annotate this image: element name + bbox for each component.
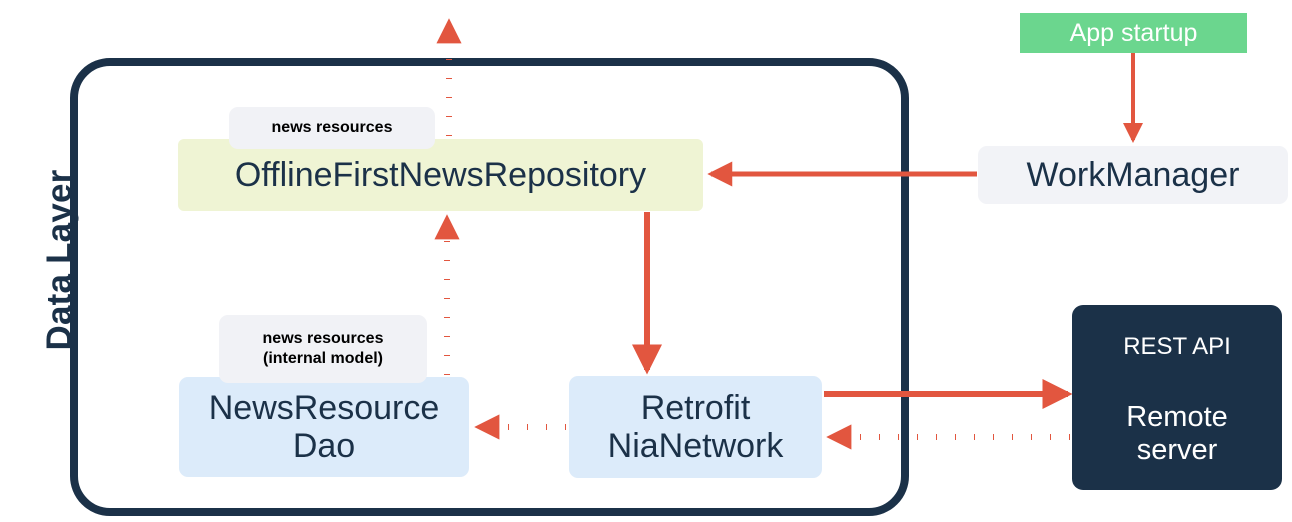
node-remote-label-line1: Remote (1126, 400, 1228, 433)
node-remote-rest-api-label: REST API (1123, 333, 1231, 360)
node-appstartup-label: App startup (1069, 19, 1198, 47)
node-remote-label-line2: server (1136, 434, 1218, 467)
node-news-resource-dao[interactable]: NewsResource Dao (179, 377, 469, 477)
node-remote-server[interactable]: REST API Remote server (1072, 305, 1282, 490)
edge-label-internal-line1: news resources (262, 330, 384, 348)
node-repository-label: OfflineFirstNewsRepository (234, 155, 647, 194)
node-dao-label-line1: NewsResource (208, 388, 440, 427)
node-work-manager[interactable]: WorkManager (978, 146, 1288, 204)
node-retrofit-nia-network[interactable]: Retrofit NiaNetwork (569, 376, 822, 478)
data-layer-label: Data Layer (40, 169, 79, 351)
node-dao-label-line2: Dao (292, 427, 356, 465)
node-network-label-line1: Retrofit (640, 388, 751, 427)
edge-label-news-resources: news resources (229, 107, 435, 149)
edge-label-internal-line2: (internal model) (262, 350, 383, 367)
node-offline-first-news-repository[interactable]: OfflineFirstNewsRepository (178, 139, 703, 211)
edge-label-news-resources-text: news resources (271, 119, 393, 137)
node-app-startup[interactable]: App startup (1020, 13, 1247, 53)
node-workmanager-label: WorkManager (1026, 155, 1240, 194)
node-network-label-line2: NiaNetwork (607, 427, 784, 465)
edge-label-news-resources-internal-model: news resources (internal model) (219, 315, 427, 383)
